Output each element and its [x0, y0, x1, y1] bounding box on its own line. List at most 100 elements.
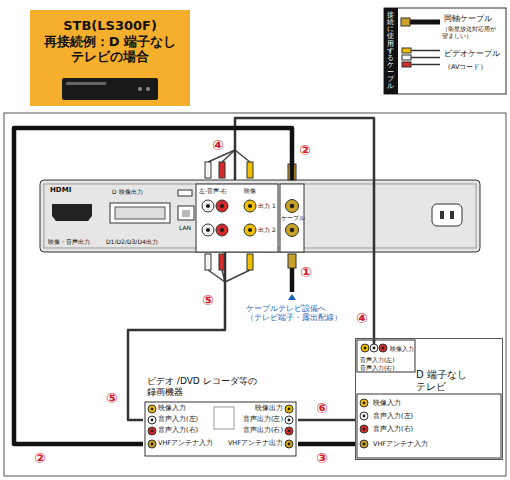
tv-jack-hole [363, 428, 366, 431]
rca-plug-sample [402, 48, 411, 53]
legend-band [384, 8, 398, 94]
lan-socket [182, 210, 190, 217]
port-label: HDMI [50, 186, 71, 194]
note-text: ケーブルテレビ設備へ （テレビ端子・露出配線） [246, 304, 350, 322]
tv-jack-hole [363, 415, 366, 418]
d-terminal-socket [115, 207, 165, 219]
callout-number: ③ [314, 450, 330, 466]
audio-r-jack [216, 224, 228, 236]
callout-number: ④ [354, 310, 370, 326]
port-label: D1/D2/D3/D4出力 [106, 238, 158, 245]
callout-number: ④ [210, 137, 226, 153]
rca-plug [247, 254, 253, 270]
video-jack [244, 200, 256, 212]
callout-number: ① [298, 264, 314, 280]
node-heading: STB(LS300F) 再接続例：D 端子なし テレビの場合 [41, 18, 179, 65]
port-label: ケーブル [281, 215, 305, 222]
port-label: 出力 2 [258, 226, 276, 233]
stb-rear-panel: HDMI映像・音声出力D 映像出力D1/D2/D3/D4出力LAN左-音声-右映… [40, 180, 480, 252]
title-box: STB(LS300F) 再接続例：D 端子なし テレビの場合 [30, 10, 190, 106]
direction-arrow [288, 294, 296, 300]
recorder-in-jack-hole [151, 430, 154, 433]
recorder-in-jack [148, 405, 156, 413]
port-label: 映像入力 [373, 400, 401, 408]
coax-cable [14, 128, 292, 444]
coax-jack-hole [290, 204, 295, 209]
callout-number: ⑥ [314, 400, 330, 416]
legend-text: ビデオケーブル [444, 49, 500, 58]
legend-entry: 同軸ケーブル [444, 14, 492, 23]
callout-number: ⑤ [200, 292, 216, 308]
hdmi-port [52, 204, 92, 221]
av-cable-sample [411, 57, 440, 59]
av-cable-strand [225, 270, 250, 282]
port-label: VHFアンテナ入力 [158, 440, 213, 448]
recorder-out-jack [285, 427, 293, 435]
port-label: 音声入力(右) [158, 427, 198, 435]
tv-jack [360, 399, 368, 407]
tv-jack [360, 440, 368, 448]
tv-input-panel [357, 340, 415, 372]
recorder-in-jack [148, 440, 156, 448]
audio-r-in-jack [379, 344, 387, 352]
recorder-in-jack-hole [151, 419, 154, 422]
rca-plug [219, 162, 225, 178]
video-in-jack [361, 344, 369, 352]
rca-plug-sample [402, 62, 411, 67]
port-label: VHFアンテナ入力 [373, 441, 428, 449]
recorder-out-jack-hole [288, 443, 291, 446]
tv-jack-hole [363, 402, 366, 405]
av-cable-sample [411, 50, 440, 52]
port-label: 音声入力(左) [158, 416, 198, 424]
coax-sample [410, 20, 440, 25]
port-label: 音声出力(左) [243, 416, 283, 424]
audio-l-jack-hole [206, 228, 210, 232]
av-cable-strand [222, 150, 235, 162]
title-panel [30, 10, 190, 106]
recorder-in-jack [148, 416, 156, 424]
port-label: 音声入力(左) [373, 413, 413, 421]
legend-box [384, 8, 506, 94]
recorder-in-jack-hole [151, 443, 154, 446]
recorder-out-jack-hole [288, 408, 291, 411]
recorder-in-jack [148, 427, 156, 435]
tv-jack [360, 425, 368, 433]
cable-output-panel [280, 184, 304, 252]
audio-r-jack-hole [220, 228, 224, 232]
node-heading: D 端子なし テレビ [416, 369, 478, 393]
legend-entry: ビデオケーブル [444, 49, 500, 58]
note-text: （AVコード） [444, 64, 487, 72]
note-text: （衛星放送対応用が 望ましい） [442, 26, 502, 40]
tv-box: D 端子なし テレビ映像入力音声入力(左)音声入力(右)映像入力音声入力(左)音… [355, 338, 503, 460]
coax-jack-hole [290, 228, 295, 233]
rca-plug [205, 254, 211, 270]
legend-heading: 接続に使用するケーブル [387, 12, 394, 91]
outer-frame [4, 113, 506, 476]
av-cable-sample [411, 64, 440, 66]
video-jack [244, 224, 256, 236]
coax-plug [288, 254, 296, 268]
recorder-out-jack-hole [288, 430, 291, 433]
callout-number: ② [297, 142, 313, 158]
video-jack-hole [248, 204, 252, 208]
stb-device-strip [66, 82, 106, 85]
coax-cable-to-wall [290, 268, 295, 292]
av-output-panel [196, 184, 278, 252]
video-in-jack-hole [364, 347, 367, 350]
port-label: 映像入力 [158, 405, 186, 413]
audio-l-in-jack-hole [373, 347, 376, 350]
power-pin [450, 211, 454, 219]
port-label: 映像 [244, 187, 256, 194]
legend-text: 同軸ケーブル [444, 14, 492, 23]
recorder-out-jack [285, 440, 293, 448]
audio-l-jack [202, 200, 214, 212]
port-label: 映像・音声出力 [48, 238, 90, 245]
callout-number: ⑤ [104, 390, 120, 406]
port-label: 音声入力(左) [360, 356, 395, 363]
lan-port [178, 206, 194, 220]
recorder-panel [145, 402, 296, 456]
recorder-blank-plate [214, 407, 234, 429]
audio-l-jack [202, 224, 214, 236]
tv-rear-panel [357, 394, 501, 458]
av-cable [298, 419, 355, 422]
